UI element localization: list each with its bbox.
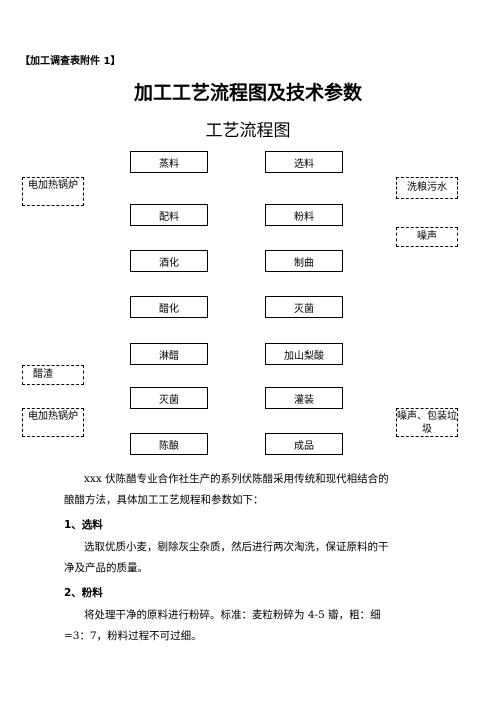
flow-step-mixing: 配料 xyxy=(130,204,208,226)
note-noise: 噪声 xyxy=(396,227,458,247)
document-title: 加工工艺流程图及技术参数 xyxy=(133,82,362,104)
flow-step-sterilization-right: 灭菌 xyxy=(265,296,343,318)
note-vinegar-residue: 醋渣 xyxy=(22,365,84,385)
flow-step-sterilization-left: 灭菌 xyxy=(130,387,208,409)
note-electric-boiler-2: 电加热锅炉 xyxy=(22,408,84,437)
flow-step-steaming: 蒸料 xyxy=(130,151,208,173)
flow-step-acetification: 醋化 xyxy=(130,296,208,318)
flow-step-finished-product: 成品 xyxy=(265,433,343,455)
flowchart-title: 工艺流程图 xyxy=(205,121,291,141)
flow-step-filling: 灌装 xyxy=(265,387,343,409)
section-1-line-1: 选取优质小麦，剔除灰尘杂质，然后进行两次淘洗，保证原料的干 xyxy=(84,541,389,553)
flow-step-vinegar-leaching: 淋醋 xyxy=(130,343,208,365)
note-grain-wash-wastewater: 洗粮污水 xyxy=(396,177,458,199)
intro-line-1: xxx 伏陈醋专业合作社生产的系列伏陈醋采用传统和现代相结合的 xyxy=(84,473,389,485)
flow-step-material-selection: 选料 xyxy=(265,151,343,173)
note-electric-boiler-1: 电加热锅炉 xyxy=(22,177,84,206)
annex-label: 【加工调查表附件 1】 xyxy=(20,56,121,67)
flow-step-add-sorbic-acid: 加山梨酸 xyxy=(265,343,343,365)
intro-line-2: 酿醋方法，具体加工工艺规程和参数如下： xyxy=(64,494,264,506)
note-noise-packaging-waste: 噪声、包装垃圾 xyxy=(396,408,458,437)
section-2-line-1: 将处理干净的原料进行粉碎。标准：麦粒粉碎为 4-5 瓣，粗：细 xyxy=(84,609,381,621)
flow-step-aging: 陈酿 xyxy=(130,433,208,455)
flow-step-grinding: 粉料 xyxy=(265,204,343,226)
section-1-line-2: 净及产品的质量。 xyxy=(64,562,148,574)
section-2-line-2: =3：7，粉料过程不可过细。 xyxy=(64,630,202,642)
section-1-heading: 1、选料 xyxy=(64,519,103,531)
flow-step-koji-making: 制曲 xyxy=(265,250,343,272)
section-2-heading: 2、粉料 xyxy=(64,587,103,599)
flow-step-alcoholization: 酒化 xyxy=(130,250,208,272)
